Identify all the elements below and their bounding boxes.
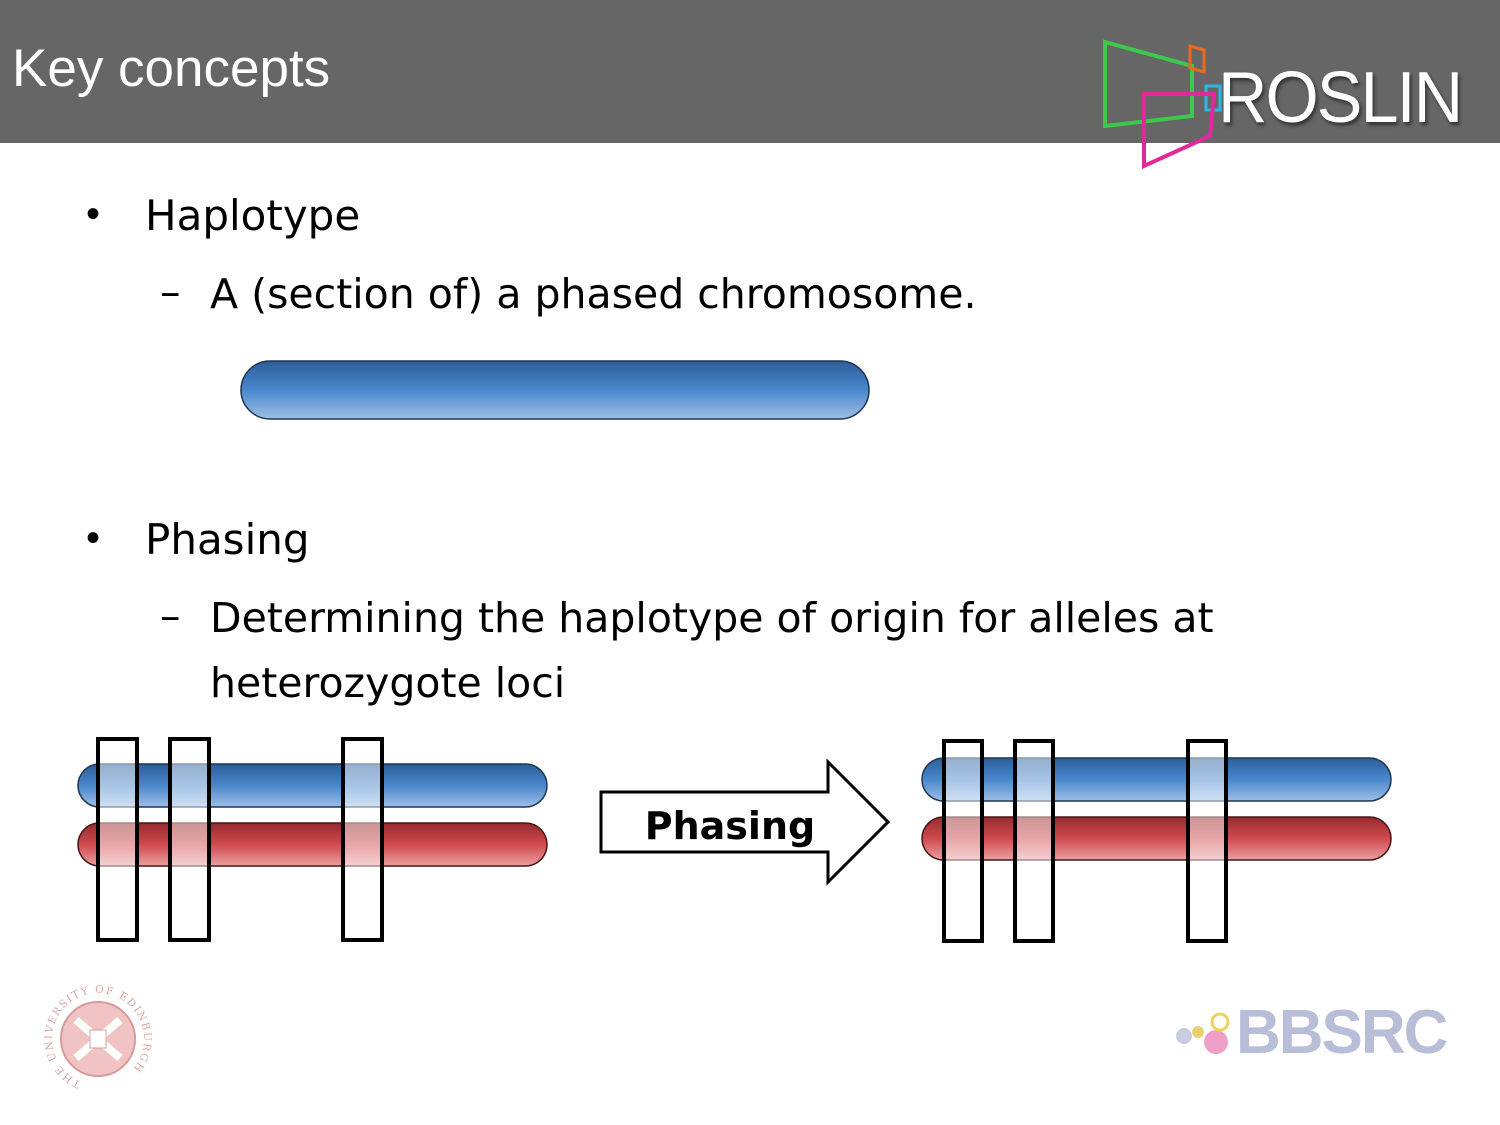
roslin-logo-text: ROSLIN — [1218, 58, 1463, 138]
locus-box — [96, 737, 139, 942]
university-of-edinburgh-logo-icon: THE UNIVERSITY OF EDINBURGH — [43, 984, 152, 1090]
bullet-phasing: Phasing — [145, 515, 310, 564]
chromosome-blue — [921, 757, 1392, 802]
slide-header — [0, 0, 1500, 143]
bullet-haplotype: Haplotype — [145, 191, 361, 240]
bbsrc-logo-text: BBSRC — [1236, 998, 1448, 1067]
chromosome-red — [921, 816, 1392, 861]
dash-icon: – — [160, 592, 181, 640]
bbsrc-logo-icon — [1176, 1012, 1230, 1054]
phasing-definition-line1: Determining the haplotype of origin for … — [210, 594, 1214, 642]
bullet-icon: • — [86, 516, 101, 560]
dash-icon: – — [160, 268, 181, 316]
unphased-chromosomes — [77, 737, 548, 942]
bullet-icon: • — [86, 192, 101, 236]
phasing-definition-line2: heterozygote loci — [210, 659, 566, 707]
locus-box — [341, 737, 384, 942]
phasing-arrow-label: Phasing — [645, 804, 815, 848]
roslin-logo-icon — [1103, 39, 1222, 170]
chromosome-blue — [77, 763, 548, 808]
phasing-arrow-icon — [599, 758, 891, 886]
locus-box — [1013, 739, 1055, 943]
locus-box — [942, 739, 984, 943]
chromosome-red — [77, 822, 548, 867]
locus-box — [1186, 739, 1228, 943]
slide-title: Key concepts — [12, 39, 331, 98]
locus-box — [168, 737, 211, 942]
haplotype-definition: A (section of) a phased chromosome. — [210, 270, 977, 318]
haplotype-bar — [240, 360, 870, 420]
phased-chromosomes — [921, 739, 1392, 943]
